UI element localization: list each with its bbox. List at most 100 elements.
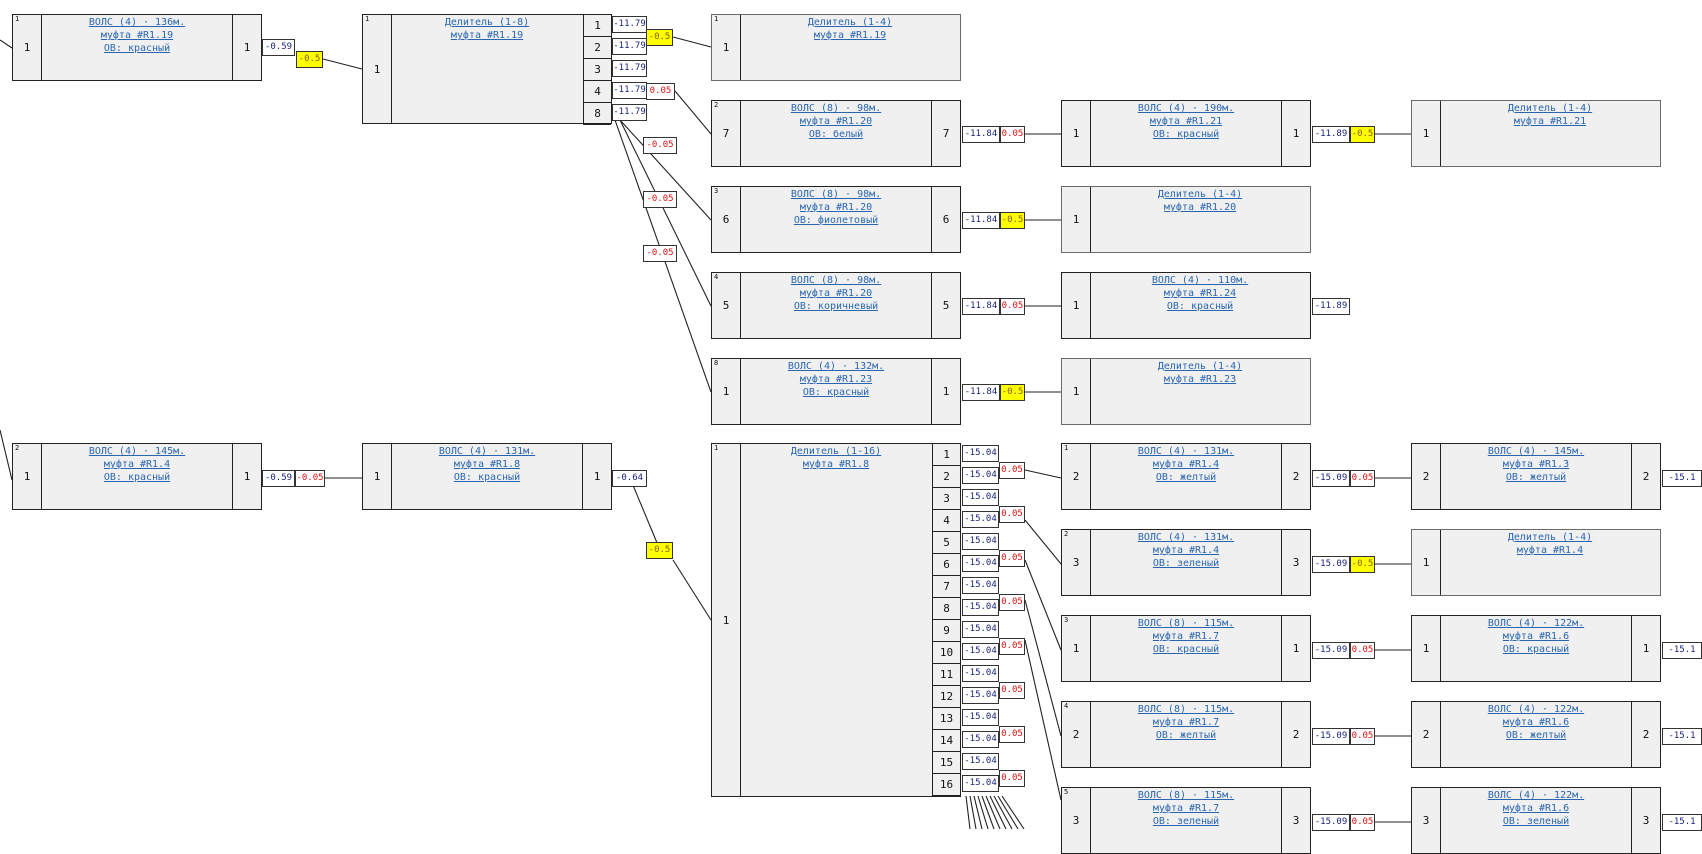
node-link[interactable]: муфта #R1.6 <box>1502 631 1570 642</box>
node-link[interactable]: муфта #R1.19 <box>100 30 174 41</box>
input-port[interactable]: 1 <box>363 15 392 123</box>
node-link[interactable]: ВОЛС (4) · 122м. <box>1487 704 1585 715</box>
input-port[interactable]: 1 <box>1062 187 1091 252</box>
input-port[interactable]: 1 <box>1062 359 1091 424</box>
node-link[interactable]: ВОЛС (4) · 132м. <box>787 361 885 372</box>
input-port[interactable]: 5 <box>712 273 741 338</box>
input-port[interactable]: 1 <box>1062 616 1091 681</box>
output-port[interactable]: 2 <box>1631 702 1660 767</box>
node-link[interactable]: ВОЛС (4) · 122м. <box>1487 618 1585 629</box>
output-port[interactable]: 1 <box>931 359 960 424</box>
input-port[interactable]: 6 <box>712 187 741 252</box>
output-port[interactable]: 1 <box>232 15 261 80</box>
node-link[interactable]: муфта #R1.20 <box>799 116 873 127</box>
input-port[interactable]: 3 <box>1412 788 1441 853</box>
input-port[interactable]: 2 <box>1412 702 1441 767</box>
output-port[interactable]: 3 <box>583 59 611 81</box>
output-port[interactable]: 1 <box>1631 616 1660 681</box>
output-port[interactable]: 1 <box>932 444 960 466</box>
input-port[interactable]: 1 <box>363 444 392 509</box>
output-port[interactable]: 1 <box>1281 101 1310 166</box>
node-link[interactable]: ВОЛС (4) · 131м. <box>1137 532 1235 543</box>
node-link[interactable]: муфта #R1.3 <box>1502 459 1570 470</box>
node-link[interactable]: ВОЛС (4) · 131м. <box>438 446 536 457</box>
output-port[interactable]: 15 <box>932 752 960 774</box>
node-link[interactable]: муфта #R1.23 <box>1163 374 1237 385</box>
output-port[interactable]: 1 <box>582 444 611 509</box>
node-link[interactable]: Делитель (1-8) <box>444 17 530 28</box>
output-port[interactable]: 1 <box>1281 616 1310 681</box>
node-link[interactable]: ВОЛС (8) · 98м. <box>790 189 882 200</box>
output-port[interactable]: 3 <box>1281 530 1310 595</box>
node-link[interactable]: муфта #R1.6 <box>1502 803 1570 814</box>
node-link[interactable]: ВОЛС (4) · 136м. <box>88 17 186 28</box>
output-port[interactable]: 16 <box>932 774 960 796</box>
output-port[interactable]: 6 <box>931 187 960 252</box>
output-port[interactable]: 2 <box>1281 444 1310 509</box>
node-link[interactable]: ВОЛС (4) · 122м. <box>1487 790 1585 801</box>
output-port[interactable]: 2 <box>1281 702 1310 767</box>
output-port[interactable]: 11 <box>932 664 960 686</box>
node-link[interactable]: муфта #R1.7 <box>1152 717 1220 728</box>
input-port[interactable]: 1 <box>1412 530 1441 595</box>
output-port[interactable]: 4 <box>932 510 960 532</box>
output-port[interactable]: 8 <box>583 103 611 125</box>
splitter-node[interactable]: 1 Делитель (1-4) муфта #R1.20 <box>1061 186 1311 253</box>
node-link[interactable]: муфта #R1.4 <box>1516 545 1584 556</box>
node-link[interactable]: муфта #R1.4 <box>1152 545 1220 556</box>
input-port[interactable]: 1 <box>13 444 42 509</box>
node-link[interactable]: муфта #R1.8 <box>453 459 521 470</box>
node-link[interactable]: муфта #R1.6 <box>1502 717 1570 728</box>
output-port[interactable]: 2 <box>1631 444 1660 509</box>
node-link[interactable]: ОВ: красный <box>103 472 171 483</box>
node-link[interactable]: муфта #R1.7 <box>1152 631 1220 642</box>
node-link[interactable]: муфта #R1.20 <box>1163 202 1237 213</box>
output-port[interactable]: 10 <box>932 642 960 664</box>
output-port[interactable]: 3 <box>1281 788 1310 853</box>
output-port[interactable]: 3 <box>1631 788 1660 853</box>
node-link[interactable]: ОВ: зеленый <box>1152 558 1220 569</box>
node-link[interactable]: Делитель (1-4) <box>1157 361 1243 372</box>
node-link[interactable]: муфта #R1.19 <box>813 30 887 41</box>
node-link[interactable]: ВОЛС (8) · 98м. <box>790 275 882 286</box>
input-port[interactable]: 1 <box>712 444 741 796</box>
output-port[interactable]: 7 <box>932 576 960 598</box>
node-link[interactable]: ОВ: красный <box>1502 644 1570 655</box>
node-link[interactable]: Делитель (1-4) <box>1157 189 1243 200</box>
node-link[interactable]: ОВ: желтый <box>1155 472 1217 483</box>
node-link[interactable]: ОВ: фиолетовый <box>793 215 879 226</box>
node-link[interactable]: ВОЛС (4) · 110м. <box>1151 275 1249 286</box>
output-port[interactable]: 5 <box>931 273 960 338</box>
node-link[interactable]: муфта #R1.8 <box>802 459 870 470</box>
node-link[interactable]: ВОЛС (8) · 115м. <box>1137 704 1235 715</box>
node-link[interactable]: ОВ: красный <box>1152 129 1220 140</box>
node-link[interactable]: муфта #R1.23 <box>799 374 873 385</box>
node-link[interactable]: ОВ: красный <box>802 387 870 398</box>
node-link[interactable]: муфта #R1.21 <box>1513 116 1587 127</box>
node-link[interactable]: ОВ: красный <box>1152 644 1220 655</box>
input-port[interactable]: 2 <box>1412 444 1441 509</box>
input-port[interactable]: 2 <box>1062 702 1091 767</box>
node-link[interactable]: муфта #R1.4 <box>1152 459 1220 470</box>
output-port[interactable]: 12 <box>932 686 960 708</box>
node-link[interactable]: ОВ: зеленый <box>1152 816 1220 827</box>
node-link[interactable]: Делитель (1-16) <box>790 446 882 457</box>
input-port[interactable]: 3 <box>1062 530 1091 595</box>
node-link[interactable]: ВОЛС (4) · 131м. <box>1137 446 1235 457</box>
node-link[interactable]: ВОЛС (4) · 145м. <box>1487 446 1585 457</box>
